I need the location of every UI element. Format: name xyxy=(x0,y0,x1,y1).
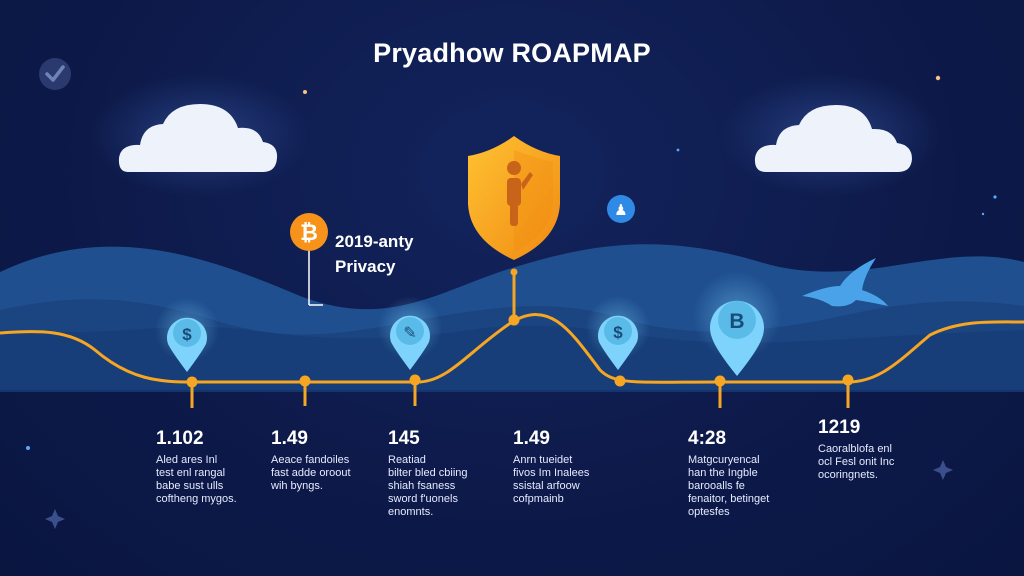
milestone-desc: Aeace fandoiles fast adde oroout wih byn… xyxy=(271,454,351,492)
milestone-5: 4:28 Matgcuryencal han the Ingble barooa… xyxy=(688,428,798,519)
milestone-desc: Aled ares Inl test enl rangal babe sust … xyxy=(156,454,237,505)
callout-label: Privacy xyxy=(335,257,396,276)
bird-icon xyxy=(802,258,888,307)
page-title: Pryadhow ROAPMAP xyxy=(373,38,651,68)
map-pin-1: $ xyxy=(155,298,219,372)
milestone-2: 1.49 Aeace fandoiles fast adde oroout wi… xyxy=(271,428,381,493)
map-pin-2: ✎ xyxy=(378,296,442,370)
timeline-node xyxy=(714,375,726,387)
milestone-1: 1.102 Aled ares Inl test enl rangal babe… xyxy=(156,428,266,506)
timeline-node xyxy=(186,376,198,388)
svg-text:₿: ₿ xyxy=(300,220,318,245)
milestone-value: 1.49 xyxy=(271,428,308,449)
timeline-track xyxy=(0,268,1024,408)
milestone-desc: Caoralblofa enl ocl Fesl onit Inc ocorin… xyxy=(818,443,895,481)
milestone-value: 4:28 xyxy=(688,428,727,449)
map-pin-3: $ xyxy=(586,296,650,370)
milestone-desc: Reatiad bilter bled cbiing shiah fsaness… xyxy=(388,454,468,518)
milestone-value: 145 xyxy=(388,428,420,449)
person-badge-icon: ♟ xyxy=(607,195,635,223)
shield-icon xyxy=(468,136,560,260)
cloud-right-icon xyxy=(720,73,940,197)
milestone-value: 1.102 xyxy=(156,428,204,449)
timeline-node xyxy=(508,314,520,326)
map-pin-4: B xyxy=(693,272,781,376)
milestone-6: 1219 Caoralblofa enl ocl Fesl onit Inc o… xyxy=(818,417,928,482)
check-badge-icon xyxy=(39,58,71,90)
callout-bracket xyxy=(308,243,323,306)
bitcoin-icon: B xyxy=(729,310,744,333)
milestone-value: 1219 xyxy=(818,417,861,438)
privacy-callout: 2019-anty Privacy xyxy=(335,229,413,279)
stars xyxy=(26,75,997,529)
timeline-node xyxy=(614,375,626,387)
pen-icon: ✎ xyxy=(403,323,416,342)
milestone-desc: Anrn tueidet fivos Im Inalees ssistal ar… xyxy=(513,454,590,505)
dollar-icon: $ xyxy=(613,323,623,342)
milestone-4: 1.49 Anrn tueidet fivos Im Inalees ssist… xyxy=(513,428,623,506)
milestone-3: 145 Reatiad bilter bled cbiing shiah fsa… xyxy=(388,428,498,519)
milestone-value: 1.49 xyxy=(513,428,550,449)
timeline-node xyxy=(409,374,421,386)
svg-text:♟: ♟ xyxy=(614,201,627,219)
timeline-node xyxy=(510,268,518,276)
cloud-left-icon xyxy=(90,73,310,197)
timeline-node xyxy=(842,374,854,386)
bitcoin-icon: ₿ xyxy=(290,213,328,251)
callout-year: 2019-anty xyxy=(335,232,414,251)
person-icon xyxy=(507,161,533,226)
sparkle-icon xyxy=(933,460,953,480)
timeline-node xyxy=(299,375,311,387)
milestone-desc: Matgcuryencal han the Ingble barooalls f… xyxy=(688,454,770,518)
dollar-icon: $ xyxy=(182,325,192,344)
sparkle-icon xyxy=(45,509,65,529)
